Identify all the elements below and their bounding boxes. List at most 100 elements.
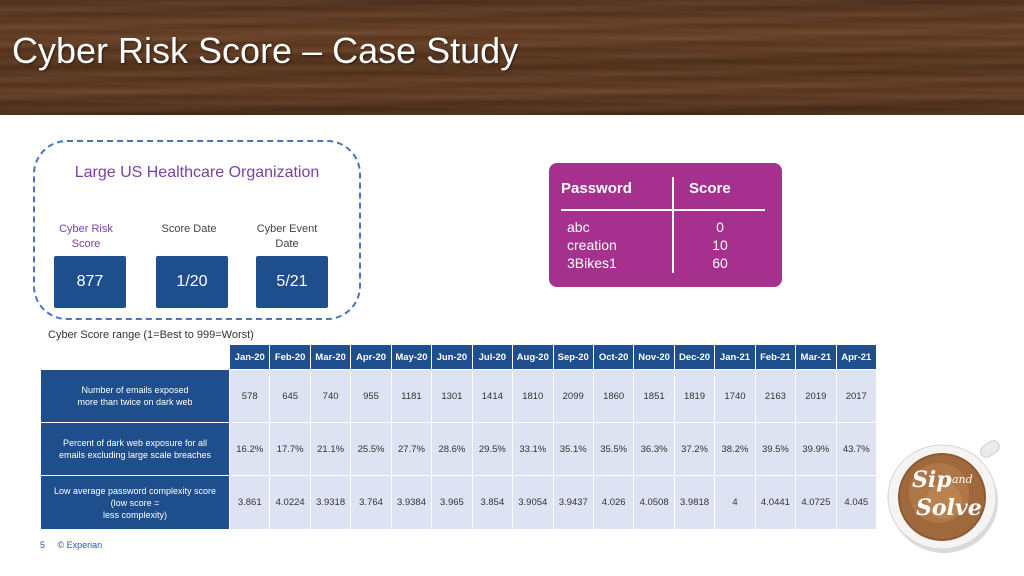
- table-cell: 2163: [754, 369, 797, 423]
- row-header: Number of emails exposed more than twice…: [40, 369, 230, 423]
- divider: [672, 177, 674, 273]
- column-header: May-20: [390, 344, 433, 370]
- column-header: Sep-20: [552, 344, 594, 370]
- cyber-risk-score-label: Cyber Risk Score: [41, 222, 131, 252]
- password-cell: creation: [567, 237, 617, 253]
- org-summary-box: Large US Healthcare Organization Cyber R…: [33, 140, 361, 320]
- column-header: Oct-20: [592, 344, 635, 370]
- score-date-value: 1/20: [156, 256, 228, 308]
- score-date-label: Score Date: [144, 222, 234, 237]
- cyber-event-date-label: Cyber Event Date: [242, 222, 332, 252]
- password-column-header: Password: [561, 180, 632, 197]
- table-cell: 3.965: [431, 475, 473, 530]
- table-row: Low average password complexity score (l…: [40, 475, 878, 530]
- table-cell: 1414: [471, 369, 514, 423]
- score-cell: 10: [712, 237, 728, 253]
- table-cell: 36.3%: [633, 422, 675, 476]
- table-cell: 21.1%: [309, 422, 352, 476]
- column-header: Dec-20: [673, 344, 716, 370]
- table-cell: 740: [309, 369, 352, 423]
- label-line: Cyber Risk: [59, 223, 113, 235]
- row-header: Percent of dark web exposure for all ema…: [40, 422, 230, 476]
- table-cell: 1181: [390, 369, 433, 423]
- table-cell: 1860: [592, 369, 635, 423]
- row-header-line: emails excluding large scale breaches: [58, 450, 212, 460]
- table-cell: 38.2%: [714, 422, 756, 476]
- password-cell: abc: [567, 219, 590, 235]
- copyright: © Experian: [57, 540, 103, 550]
- table-cell: 3.9384: [390, 475, 433, 530]
- footer: 5 © Experian: [40, 540, 112, 550]
- logo-text: Solve: [916, 495, 982, 521]
- table-cell: 955: [350, 369, 392, 423]
- table-cell: 33.1%: [512, 422, 554, 476]
- table-cell: 4.026: [592, 475, 635, 530]
- row-header-line: Low average password complexity score: [53, 485, 217, 496]
- column-header: Jan-21: [714, 344, 756, 370]
- table-cell: 4.0725: [795, 475, 837, 530]
- score-cell: 60: [712, 255, 728, 271]
- table-cell: 37.2%: [673, 422, 716, 476]
- table-cell: 3.861: [228, 475, 271, 530]
- column-header: Feb-20: [269, 344, 311, 370]
- table-header-row: Jan-20 Feb-20 Mar-20 Apr-20 May-20 Jun-2…: [41, 344, 878, 370]
- table-cell: 4: [714, 475, 756, 530]
- table-cell: 1301: [431, 369, 473, 423]
- divider: [561, 209, 765, 211]
- table-corner: [41, 345, 230, 370]
- table-cell: 29.5%: [471, 422, 514, 476]
- logo-text: and: [952, 473, 973, 486]
- table-cell: 2019: [795, 369, 837, 423]
- column-header: Apr-21: [835, 344, 878, 370]
- table-cell: 1819: [673, 369, 716, 423]
- column-header: Mar-20: [309, 344, 352, 370]
- row-header-line: more than twice on dark web: [77, 397, 193, 407]
- row-header-line: Percent of dark web exposure for all: [62, 438, 208, 448]
- table-cell: 39.5%: [754, 422, 797, 476]
- column-header: Jan-20: [228, 344, 271, 370]
- table-row: Number of emails exposed more than twice…: [40, 369, 878, 423]
- column-header: Jun-20: [431, 344, 473, 370]
- table-cell: 27.7%: [390, 422, 433, 476]
- logo-text: Sip: [912, 467, 952, 493]
- table-cell: 1810: [512, 369, 554, 423]
- table-cell: 28.6%: [431, 422, 473, 476]
- column-header: Jul-20: [471, 344, 514, 370]
- table-cell: 35.1%: [552, 422, 594, 476]
- coffee-cup-icon: Sip and Solve: [887, 440, 1000, 553]
- org-title: Large US Healthcare Organization: [74, 164, 320, 181]
- sip-and-solve-logo: Sip and Solve: [882, 435, 1002, 555]
- metrics-table: Jan-20 Feb-20 Mar-20 Apr-20 May-20 Jun-2…: [40, 344, 878, 530]
- password-cell: 3Bikes1: [567, 255, 617, 271]
- cyber-risk-score-value: 877: [54, 256, 126, 308]
- table-cell: 3.9054: [512, 475, 554, 530]
- table-cell: 43.7%: [835, 422, 878, 476]
- table-cell: 4.0508: [633, 475, 675, 530]
- table-cell: 39.9%: [795, 422, 837, 476]
- label-line: Score Date: [161, 223, 217, 235]
- table-cell: 3.854: [471, 475, 514, 530]
- row-header-line: Number of emails exposed: [81, 385, 189, 395]
- page-number: 5: [40, 540, 46, 550]
- table-cell: 3.764: [350, 475, 392, 530]
- page-title: Cyber Risk Score – Case Study: [12, 30, 519, 71]
- table-cell: 4.045: [835, 475, 878, 530]
- label-line: Score: [71, 238, 101, 250]
- table-cell: 17.7%: [269, 422, 311, 476]
- table-cell: 1740: [714, 369, 756, 423]
- table-cell: 3.9818: [673, 475, 716, 530]
- table-row: Percent of dark web exposure for all ema…: [40, 422, 878, 476]
- table-cell: 645: [269, 369, 311, 423]
- password-score-card: Password Score abc 0 creation 10 3Bikes1…: [549, 163, 782, 287]
- row-header: Low average password complexity score (l…: [40, 475, 230, 530]
- label-line: Cyber Event: [256, 223, 318, 235]
- column-header: Mar-21: [795, 344, 837, 370]
- column-header: Feb-21: [754, 344, 797, 370]
- table-cell: 2099: [552, 369, 594, 423]
- score-range-note: Cyber Score range (1=Best to 999=Worst): [48, 329, 254, 341]
- table-cell: 578: [228, 369, 271, 423]
- table-cell: 4.0224: [269, 475, 311, 530]
- table-cell: 4.0441: [754, 475, 797, 530]
- header-banner: [0, 0, 1024, 115]
- table-cell: 1851: [633, 369, 675, 423]
